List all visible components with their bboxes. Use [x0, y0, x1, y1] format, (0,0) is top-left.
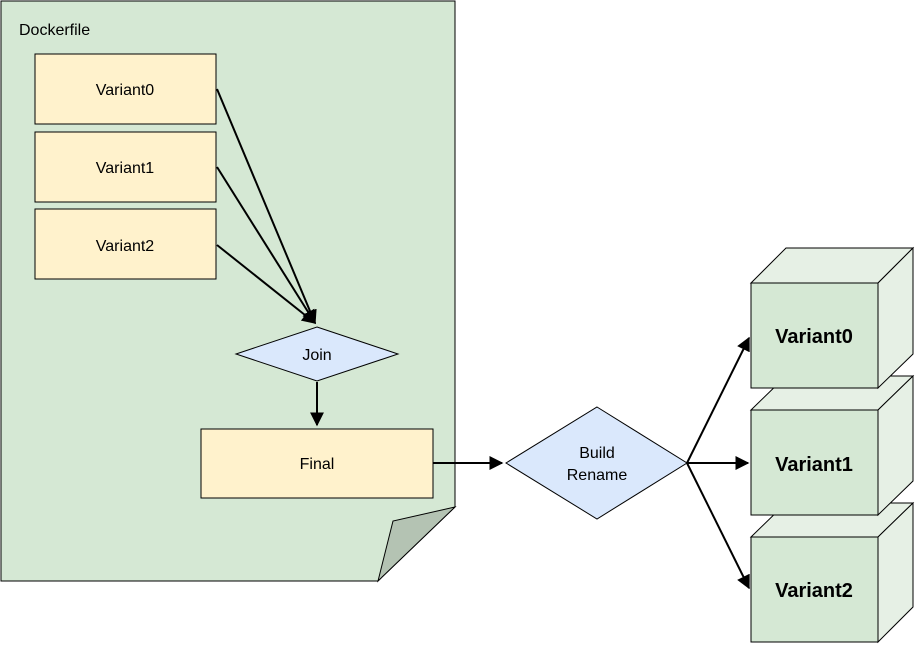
- output-label: Variant0: [775, 326, 853, 348]
- stage-final: Final: [200, 428, 434, 499]
- output-image-variant2: Variant2: [749, 501, 915, 644]
- output-label: Variant1: [775, 454, 853, 476]
- stage-label: Variant1: [96, 160, 155, 177]
- output-image-variant0: Variant0: [749, 246, 915, 390]
- stage-variant0: Variant0: [34, 53, 217, 125]
- build-rename-decision: Build Rename: [505, 406, 688, 520]
- stage-variant2: Variant2: [34, 208, 217, 280]
- build-label-line2: Rename: [567, 467, 628, 484]
- output-label: Variant2: [775, 580, 853, 602]
- edge-build-output2: [686, 462, 750, 590]
- stage-label: Variant0: [96, 82, 155, 99]
- edge-variant0-join: [216, 88, 317, 325]
- build-label-line1: Build: [579, 445, 615, 462]
- join-decision: Join: [234, 326, 400, 382]
- stage-variant1: Variant1: [34, 131, 217, 203]
- join-label: Join: [302, 347, 331, 364]
- final-label: Final: [300, 456, 335, 473]
- stage-label: Variant2: [96, 238, 155, 255]
- dockerfile-title: Dockerfile: [19, 22, 90, 39]
- edge-variant2-join: [216, 244, 317, 324]
- output-image-variant1: Variant1: [749, 374, 915, 517]
- edge-variant1-join: [216, 166, 316, 325]
- edge-build-output0: [686, 336, 750, 464]
